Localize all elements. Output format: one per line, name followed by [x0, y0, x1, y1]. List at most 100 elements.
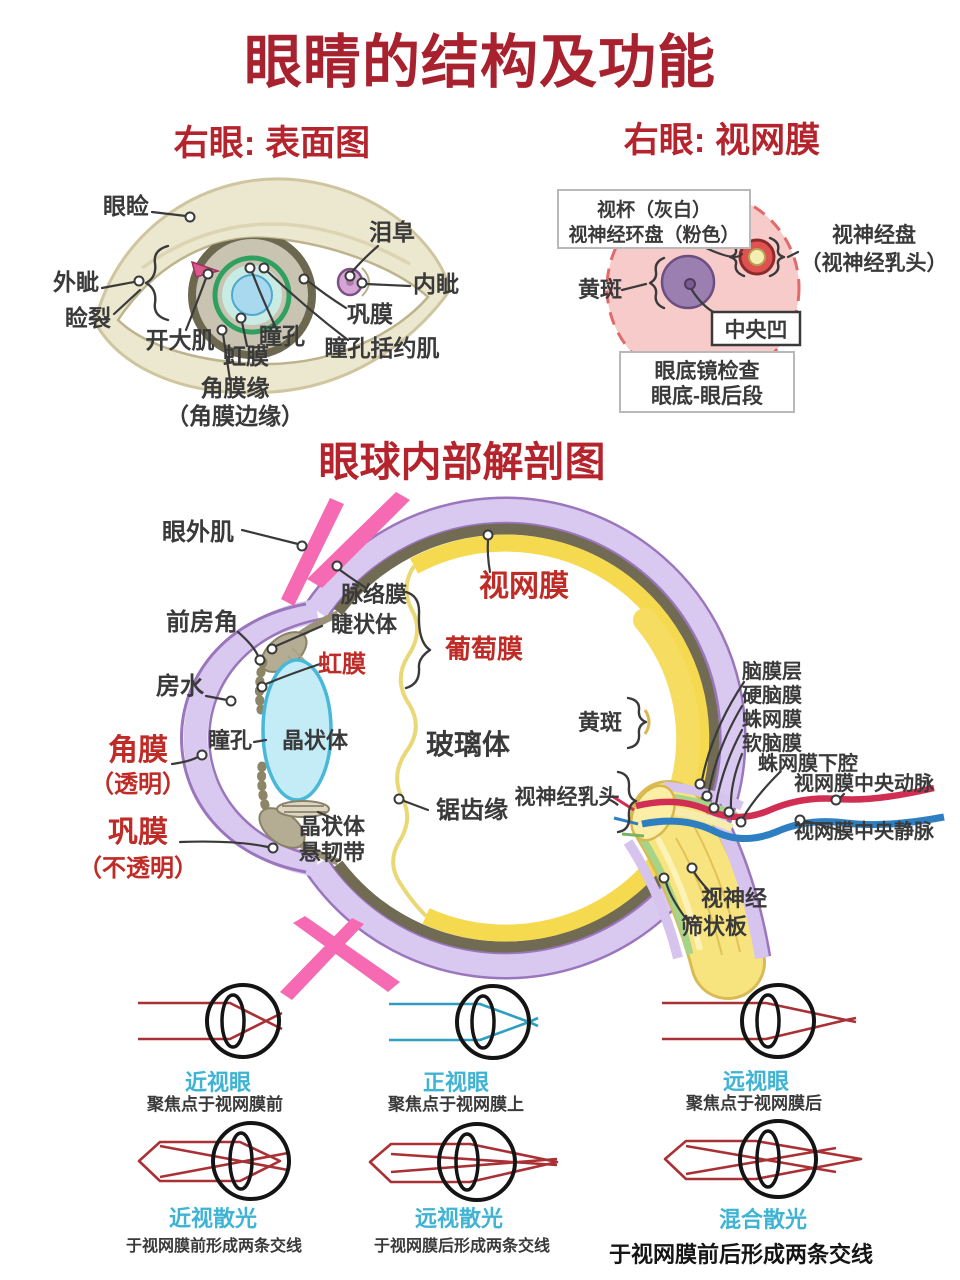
disc-brace-right: [768, 236, 786, 278]
label-pupil: 瞳孔: [208, 728, 252, 753]
label-ciliary-body: 睫状体: [331, 612, 398, 637]
label-sphincter: 瞳孔括约肌: [325, 335, 440, 361]
vision-name-mixed-astig: 混合散光: [719, 1207, 807, 1232]
retina-heading: 右眼: 视网膜: [624, 121, 820, 160]
page-title: 眼睛的结构及功能: [244, 30, 716, 95]
eyelid-fold-line: [140, 222, 411, 270]
limbus-green-ring: [212, 255, 292, 335]
nerve-sheath-left-pale: [648, 825, 703, 951]
lens-outline: [470, 994, 496, 1050]
vision-desc-myopia: 聚焦点于视网膜前: [146, 1094, 283, 1114]
eye-outline: [455, 984, 531, 1060]
label-optic-cup-2: 视神经环盘（粉色）: [568, 223, 739, 246]
nerve-fiber-stripes: [675, 825, 741, 956]
vision-name-emmetropia: 正视眼: [423, 1070, 489, 1095]
zonule-pad: [276, 800, 330, 818]
vessel-fan-green: [621, 832, 645, 838]
vision-name-hyperopia: 远视眼: [723, 1069, 789, 1094]
label-retina: 视网膜: [479, 570, 569, 603]
eyeball-cross-section: 眼外肌 前房角 房水 角膜 （透明） 巩膜 （不透明） 瞳孔 晶状体 晶状体 悬…: [78, 492, 945, 1000]
label-limbus-2: （角膜边缘）: [166, 403, 304, 429]
fovea-box: [710, 310, 802, 347]
vision-type-mixed-astigmatism: 混合散光 于视网膜前后形成两条交线: [609, 1119, 873, 1267]
label-sclera-note: （不透明）: [78, 855, 198, 882]
label-lens: 晶状体: [282, 728, 349, 753]
sclera-inner-line: [325, 521, 722, 955]
label-fovea: 中央凹: [725, 319, 788, 342]
surface-heading: 右眼: 表面图: [174, 124, 370, 163]
label-iris-surface: 虹膜: [223, 343, 269, 369]
eye-outline: [211, 1121, 291, 1201]
label-pupil-surface: 瞳孔: [259, 323, 305, 349]
lens-outline: [755, 993, 781, 1049]
nerve-fiber-thickening: [633, 608, 701, 813]
label-medial-canthus: 内眦: [413, 271, 459, 297]
label-dilator: 开大肌: [146, 327, 215, 353]
label-central-artery: 视网膜中央动脉: [794, 771, 935, 795]
nerve-sheath-left-lavender: [623, 839, 683, 960]
sclera-outer-line: [304, 496, 747, 980]
eye-outline: [738, 1119, 818, 1199]
sclera-band: [307, 499, 745, 977]
label-lateral-canthus: 外眦: [53, 269, 99, 295]
macula-brace: [648, 256, 666, 310]
lens-outline: [220, 993, 246, 1049]
label-uvea: 葡萄膜: [445, 634, 523, 664]
surface-leader-lines: [100, 210, 412, 382]
vessel-fan-blue: [613, 816, 639, 826]
label-eyelid: 眼睑: [103, 193, 149, 219]
label-cornea: 角膜: [108, 734, 168, 767]
nerve-sheath-right-line: [718, 803, 772, 957]
corner-fold-line: [361, 267, 370, 297]
eye-outline: [740, 983, 816, 1059]
surface-eye-diagram: 眼睑 泪阜 内眦 巩膜 外眦 睑裂 开大肌 虹膜 瞳孔 瞳孔括约肌 角膜缘 （角…: [53, 177, 459, 429]
label-central-vein: 视网膜中央静脉: [794, 819, 935, 843]
optic-cup-box: [557, 189, 751, 249]
label-optic-nerve: 视神经: [701, 886, 767, 911]
retina-fundus-diagram: 视杯（灰白） 视神经环盘（粉色） 视神经盘 （视神经乳头） 黄斑 中央凹 眼底镜…: [557, 189, 948, 413]
label-subarachnoid: 蛛网膜下腔: [758, 751, 858, 775]
vision-type-myopic-astigmatism: 近视散光 于视网膜前形成两条交线: [126, 1121, 302, 1255]
optic-nerve-assembly: [611, 780, 945, 1000]
label-zonule-2: 悬韧带: [299, 840, 365, 865]
vision-desc-hyperopic-astig: 于视网膜后形成两条交线: [374, 1236, 550, 1255]
lens-outline: [228, 1131, 254, 1191]
vision-type-hyperopia: 远视眼 聚焦点于视网膜后: [662, 983, 857, 1113]
anatomy-leader-lines: [170, 528, 848, 926]
optic-cup-shape: [748, 248, 766, 266]
vision-name-myopic-astig: 近视散光: [169, 1206, 257, 1231]
label-macula-fundus: 黄斑: [578, 277, 622, 302]
iris-bead-chain-bottom: [257, 761, 272, 817]
label-pia: 软脑膜: [742, 731, 802, 755]
vision-type-myopia: 近视眼 聚焦点于视网膜前: [138, 983, 283, 1114]
label-vitreous: 玻璃体: [426, 729, 511, 760]
label-iris: 虹膜: [318, 651, 366, 678]
label-zonule-1: 晶状体: [299, 814, 366, 839]
label-optic-disc-2: （视神经乳头）: [801, 251, 948, 275]
vision-desc-hyperopia: 聚焦点于视网膜后: [685, 1093, 822, 1113]
label-caruncle: 泪阜: [369, 219, 415, 245]
label-sclera: 巩膜: [108, 816, 168, 849]
label-arachnoid: 蛛网膜: [742, 707, 802, 731]
label-fundus-exam-2: 眼底-眼后段: [651, 384, 763, 408]
iris-assembly: [188, 237, 316, 359]
label-limbus-1: 角膜缘: [201, 375, 270, 401]
anatomy-heading: 眼球内部解剖图: [319, 439, 606, 485]
label-cornea-note: （透明）: [90, 771, 186, 798]
label-meningeal-layer: 脑膜层: [742, 659, 802, 683]
retina-band: [410, 534, 710, 942]
label-ora-serrata: 锯齿缘: [436, 796, 508, 824]
cornea-outer-line: [180, 602, 307, 874]
vision-name-myopia: 近视眼: [185, 1070, 251, 1095]
fovea-dot: [684, 278, 696, 290]
label-optic-cup-1: 视杯（灰白）: [597, 198, 711, 221]
label-lamina-cribrosa: 筛状板: [681, 914, 748, 939]
central-retinal-artery-line: [635, 784, 935, 821]
ora-serrata-line: [391, 564, 428, 918]
eye-outline: [205, 983, 281, 1059]
vision-type-hyperopic-astigmatism: 远视散光 于视网膜后形成两条交线: [368, 1122, 559, 1255]
fundus-exam-box: [619, 351, 795, 413]
label-optic-disc-1: 视神经盘: [832, 223, 916, 247]
